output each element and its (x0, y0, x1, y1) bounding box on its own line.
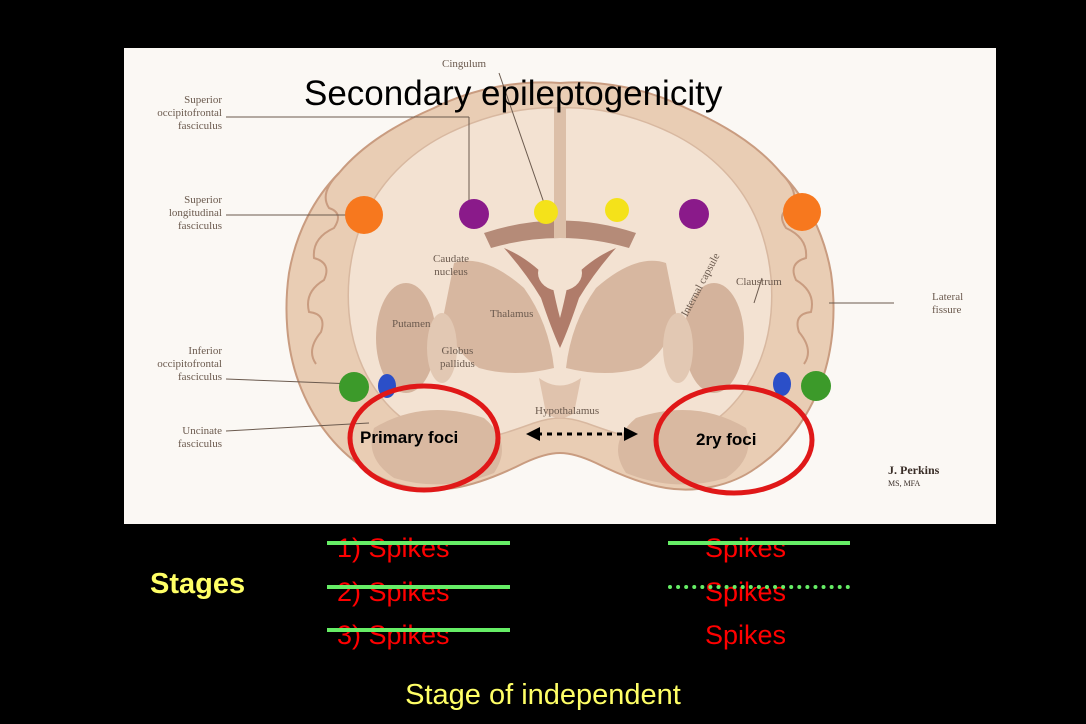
label-hypothalamus: Hypothalamus (535, 405, 599, 418)
label-cingulum: Cingulum (442, 58, 486, 71)
secondary-foci-label: 2ry foci (696, 430, 756, 450)
label-claustrum: Claustrum (736, 276, 782, 289)
primary-foci-label: Primary foci (360, 428, 458, 448)
cingulum-dot-left (534, 200, 558, 224)
right-stage-2: Spikes (705, 577, 786, 607)
label-thalamus: Thalamus (490, 308, 533, 321)
label-putamen: Putamen (392, 318, 431, 331)
strike-left-2 (327, 585, 510, 589)
sof-dot-left (459, 199, 489, 229)
brain-illustration (124, 48, 996, 524)
iof-dot-left (339, 372, 369, 402)
illustrator-credit: J. Perkins MS, MFA (888, 464, 939, 490)
slf-dot-left (345, 196, 383, 234)
footer-text: Stage of independent (0, 679, 1086, 712)
left-stage-3: 3) Spikes (337, 620, 450, 650)
left-stage-2: 2) Spikes (337, 577, 450, 607)
iof-dot-right (801, 371, 831, 401)
strike-left-1 (327, 541, 510, 545)
right-stage-3: Spikes (705, 620, 786, 650)
right-stage-1: Spikes (705, 533, 786, 563)
slide-title: Secondary epileptogenicity (304, 74, 722, 114)
sof-dot-right (679, 199, 709, 229)
strike-left-3 (327, 628, 510, 632)
cingulum-dot-right (605, 198, 629, 222)
stages-label: Stages (150, 568, 245, 601)
strike-right-2-dotted (668, 585, 850, 589)
left-stage-1: 1) Spikes (337, 533, 450, 563)
slf-dot-right (783, 193, 821, 231)
strike-right-1 (668, 541, 850, 545)
